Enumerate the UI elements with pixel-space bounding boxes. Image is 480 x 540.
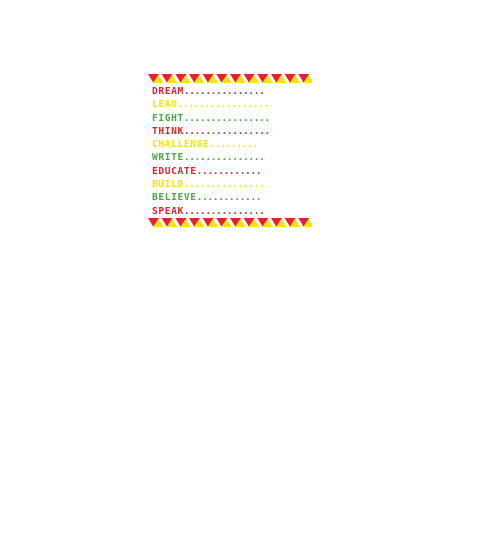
top-border-triangle	[180, 75, 192, 83]
word-label: FIGHT	[152, 112, 184, 124]
word-label: EDUCATE	[152, 165, 197, 177]
word-list-design: DREAM...............LEAD................…	[148, 72, 312, 268]
bottom-border-triangle	[284, 218, 296, 227]
word-row-think: THINK................	[152, 125, 312, 138]
word-label: WRITE	[152, 152, 184, 164]
bottom-border-triangle	[275, 219, 287, 227]
bottom-triangle-border-graphic	[148, 218, 312, 227]
top-border-triangle	[202, 74, 214, 83]
word-row-build: BUILD...............	[152, 178, 312, 191]
top-border-triangle	[189, 74, 200, 83]
top-border-triangle	[166, 75, 178, 83]
top-border-triangle	[303, 75, 312, 83]
word-dots: ...............	[183, 179, 265, 191]
word-label: BELIEVE	[152, 192, 197, 204]
top-border-triangle	[234, 75, 246, 83]
bottom-border-triangle	[221, 219, 233, 227]
word-row-speak: SPEAK...............	[152, 205, 312, 218]
bottom-border-triangle	[193, 219, 205, 227]
top-border-triangle	[289, 75, 301, 83]
top-border-triangle	[175, 74, 187, 83]
word-row-fight: FIGHT................	[152, 112, 312, 125]
top-border-triangle	[257, 74, 269, 83]
top-border-triangle	[207, 75, 219, 83]
word-label: BUILD	[152, 179, 184, 191]
bottom-border-triangle	[303, 219, 312, 227]
bottom-border-triangle	[298, 218, 310, 227]
bottom-border-triangle	[207, 219, 219, 227]
top-border-triangle	[243, 74, 255, 83]
top-border-triangle	[248, 75, 260, 83]
top-triangle-border	[148, 74, 312, 84]
bottom-border-triangle	[243, 218, 255, 227]
bottom-border-triangle	[289, 219, 301, 227]
top-border-triangle	[284, 74, 296, 83]
word-label: THINK	[152, 125, 184, 137]
word-label: CHALLENGE	[152, 139, 210, 151]
word-dots: ................	[183, 125, 270, 137]
word-row-challenge: CHALLENGE.........	[152, 138, 312, 151]
bottom-border-triangle	[189, 218, 200, 227]
word-dots: ............	[196, 192, 262, 204]
top-border-triangle	[152, 75, 164, 83]
bottom-border-triangle	[161, 218, 173, 227]
bottom-border-triangle	[230, 218, 241, 227]
word-row-write: WRITE...............	[152, 151, 312, 164]
bottom-border-triangle	[234, 219, 246, 227]
word-dots: ...............	[183, 152, 265, 164]
top-border-triangle	[271, 74, 282, 83]
bottom-border-triangle	[152, 219, 164, 227]
bottom-border-triangle	[216, 218, 228, 227]
bottom-triangle-border	[148, 218, 312, 228]
top-border-triangle	[221, 75, 233, 83]
top-border-triangle	[230, 74, 241, 83]
top-border-triangle	[298, 74, 310, 83]
word-label: SPEAK	[152, 205, 184, 217]
bottom-border-triangle	[166, 219, 178, 227]
word-dots: ...............	[183, 205, 265, 217]
top-border-triangle	[161, 74, 173, 83]
top-triangle-border-graphic	[148, 74, 312, 83]
word-dots: ................	[183, 112, 270, 124]
top-border-triangle	[193, 75, 205, 83]
bottom-border-triangle	[248, 219, 260, 227]
word-row-lead: LEAD.................	[152, 98, 312, 111]
bottom-border-triangle	[271, 218, 282, 227]
word-label: DREAM	[152, 86, 184, 97]
bottom-border-triangle	[148, 218, 159, 227]
top-border-triangle	[216, 74, 228, 83]
top-border-triangle	[262, 75, 274, 83]
bottom-border-triangle	[262, 219, 274, 227]
word-dots: ............	[196, 165, 262, 177]
bottom-border-triangle	[202, 218, 214, 227]
bottom-border-triangle	[180, 219, 192, 227]
top-border-triangle	[148, 74, 159, 83]
bottom-border-triangle	[257, 218, 269, 227]
word-dots: .................	[177, 99, 270, 111]
word-row-dream: DREAM...............	[152, 85, 312, 98]
word-row-believe: BELIEVE............	[152, 191, 312, 204]
bottom-border-triangle	[175, 218, 187, 227]
word-dots: .........	[209, 139, 258, 151]
word-list: DREAM...............LEAD................…	[152, 85, 312, 218]
word-label: LEAD	[152, 99, 178, 111]
top-border-triangle	[275, 75, 287, 83]
word-dots: ...............	[183, 86, 265, 97]
word-row-educate: EDUCATE............	[152, 165, 312, 178]
